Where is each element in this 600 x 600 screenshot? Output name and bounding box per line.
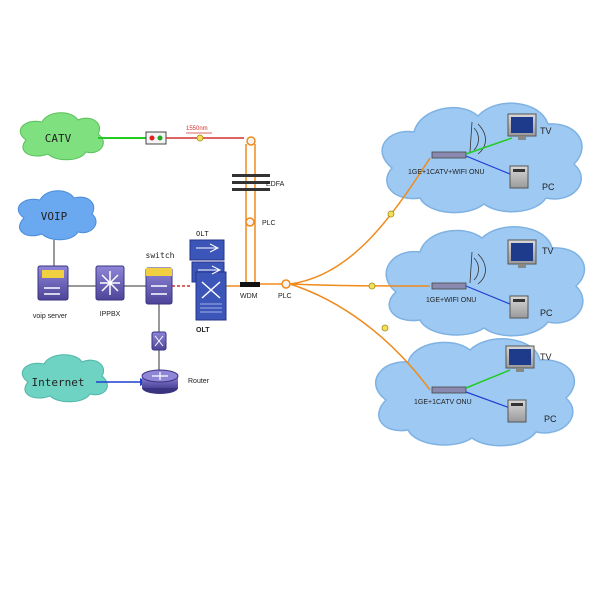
onu-to-tv-link <box>465 137 513 155</box>
onu-to-pc-link <box>465 391 511 409</box>
tv-label: TV <box>540 352 552 362</box>
onu-to-pc-link <box>465 155 511 175</box>
internet-label: Internet <box>32 376 85 389</box>
router-label: Router <box>188 378 210 385</box>
olt-title: OLT <box>196 230 209 238</box>
fiber-connector-home-3 <box>381 324 389 332</box>
plc-top-label: PLC <box>262 220 276 227</box>
tv-icon <box>507 239 537 268</box>
internet-cloud: Internet <box>21 354 108 403</box>
hub-device <box>151 331 167 351</box>
home-1: TV PC 1GE+1CATV+WIFI ONU <box>408 113 555 192</box>
onu-device-2 <box>431 282 467 290</box>
onu-to-pc-link <box>465 285 511 305</box>
catv-cloud: CATV <box>19 112 104 161</box>
pc-label: PC <box>542 182 555 192</box>
voip-server-label: voip server <box>33 313 68 320</box>
pc-icon <box>509 295 529 319</box>
pc-icon <box>507 399 527 423</box>
edfa-device <box>232 174 270 191</box>
plc-top-splitter <box>245 217 255 227</box>
voip-server-device <box>37 265 69 301</box>
voip-cloud: VOIP <box>17 190 97 241</box>
fiber-connector-home-2 <box>368 282 376 290</box>
switch-label: switch <box>146 251 175 260</box>
tv-label: TV <box>542 246 554 256</box>
wifi-antenna-icon <box>469 121 486 155</box>
fiber-to-home-1 <box>289 157 431 285</box>
catv-fiber-node <box>246 136 256 146</box>
tv-icon <box>505 345 535 372</box>
onu-label-1: 1GE+1CATV+WIFI ONU <box>408 169 485 176</box>
fiber-connector-home-1 <box>387 210 395 218</box>
home-cloud-2 <box>385 226 586 337</box>
wifi-antenna-icon <box>469 251 486 285</box>
switch-device <box>145 267 173 305</box>
onu-to-tv-link <box>465 369 511 389</box>
fiber-connector-1 <box>196 134 204 142</box>
pc-icon <box>509 165 529 189</box>
wdm-device <box>240 282 260 287</box>
onu-device-1 <box>431 151 467 159</box>
voip-label: VOIP <box>41 210 68 223</box>
onu-device-3 <box>431 386 467 394</box>
olt-chassis <box>189 239 227 321</box>
tv-icon <box>507 113 537 140</box>
wavelength-label: 1550nm <box>186 126 208 132</box>
ippbx-label: IPPBX <box>100 311 121 318</box>
onu-label-3: 1GE+1CATV ONU <box>414 399 472 406</box>
ippbx-device <box>95 265 125 301</box>
fiber-to-home-2 <box>289 283 431 287</box>
home-cloud-1 <box>381 102 583 214</box>
pc-label: PC <box>540 308 553 318</box>
plc-main-splitter <box>281 279 291 289</box>
router-device <box>141 369 179 394</box>
wdm-label: WDM <box>240 293 258 300</box>
optical-transmitter <box>145 131 167 145</box>
edfa-label: EDFA <box>266 181 285 188</box>
home-3: TV PC 1GE+1CATV ONU <box>414 345 557 424</box>
fiber-to-home-3 <box>289 283 431 391</box>
catv-label: CATV <box>45 132 72 145</box>
plc-main-label: PLC <box>278 293 292 300</box>
home-2: TV PC 1GE+WIFI ONU <box>426 239 554 319</box>
pc-label: PC <box>544 414 557 424</box>
olt-label: OLT <box>196 327 210 334</box>
tv-label: TV <box>540 126 552 136</box>
onu-label-2: 1GE+WIFI ONU <box>426 297 476 304</box>
